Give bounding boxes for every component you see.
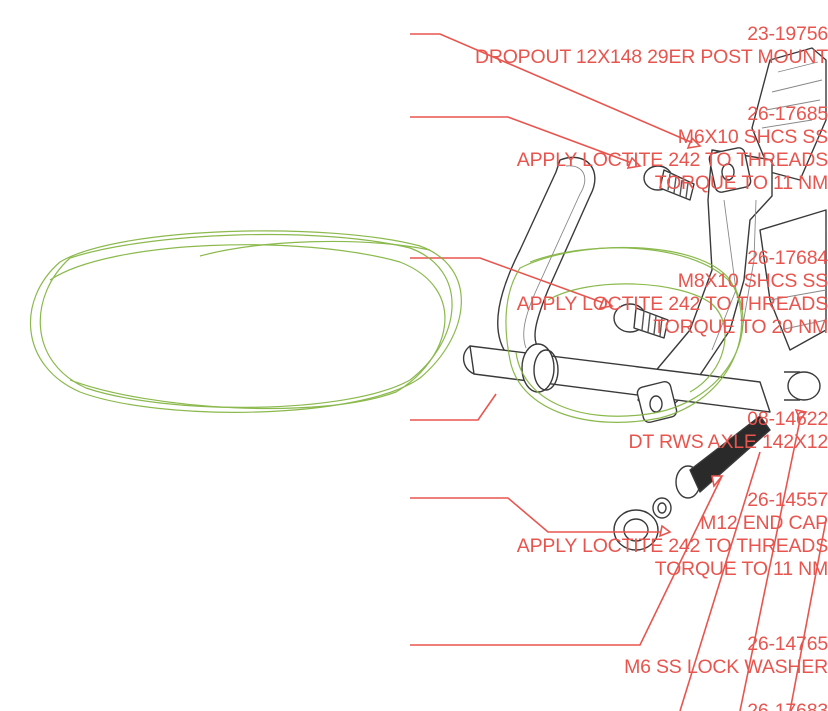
- assembly-instruction: APPLY LOCTITE 242 TO THREADS: [516, 535, 828, 557]
- part-number: 26-17684: [747, 247, 828, 269]
- part-description: M6 SS LOCK WASHER: [624, 656, 828, 678]
- small-cylinder: [787, 371, 821, 401]
- frame-member: [759, 209, 827, 351]
- part-description: M12 END CAP: [700, 512, 828, 534]
- part-number: 26-14765: [747, 633, 828, 655]
- torque-spec: TORQUE TO 11 NM: [654, 558, 828, 580]
- callout-end-cap: 26-14557 M12 END CAP APPLY LOCTITE 242 T…: [424, 489, 828, 581]
- part-description: DROPOUT 12X148 29ER POST MOUNT: [474, 46, 828, 68]
- dropout-tab-upper: [708, 147, 752, 193]
- part-number: 26-17685: [747, 103, 828, 125]
- dropout-tab-lower: [636, 380, 678, 424]
- part-number: 26-17683: [747, 700, 828, 711]
- torque-spec: TORQUE TO 11 NM: [654, 172, 828, 194]
- part-description: M6X10 SHCS SS: [677, 126, 828, 148]
- part-description: DT RWS AXLE 142X12: [628, 431, 828, 453]
- callout-m8-bolt: 26-17684 M8X10 SHCS SS APPLY LOCTITE 242…: [435, 247, 828, 339]
- lock-washer: [652, 497, 672, 519]
- part-number: 23-19756: [747, 23, 828, 45]
- callout-dropout: 23-19756 DROPOUT 12X148 29ER POST MOUNT: [438, 23, 828, 69]
- part-number: 26-14557: [747, 489, 828, 511]
- assembly-instruction: APPLY LOCTITE 242 TO THREADS: [516, 293, 828, 315]
- callout-axle: 08-14622 DT RWS AXLE 142X12: [424, 408, 828, 454]
- m6-bolt-thread: [659, 169, 695, 201]
- torque-spec: TORQUE TO 20 NM: [653, 316, 828, 338]
- callout-m6-bolt: 26-17685 M6X10 SHCS SS APPLY LOCTITE 242…: [436, 103, 828, 195]
- stay-tube: [751, 47, 827, 181]
- m8-bolt-thread: [633, 307, 669, 339]
- end-cap: [613, 509, 659, 551]
- part-description: M8X10 SHCS SS: [677, 270, 828, 292]
- assembly-instruction: APPLY LOCTITE 242 TO THREADS: [516, 149, 828, 171]
- callout-partial: 26-17683: [424, 700, 828, 711]
- long-bolt-thread: [689, 415, 771, 493]
- part-number: 08-14622: [747, 408, 828, 430]
- callout-lock-washer: 26-14765 M6 SS LOCK WASHER: [424, 633, 828, 679]
- hand-drawn-annotation: [29, 230, 744, 423]
- axle: [469, 345, 771, 413]
